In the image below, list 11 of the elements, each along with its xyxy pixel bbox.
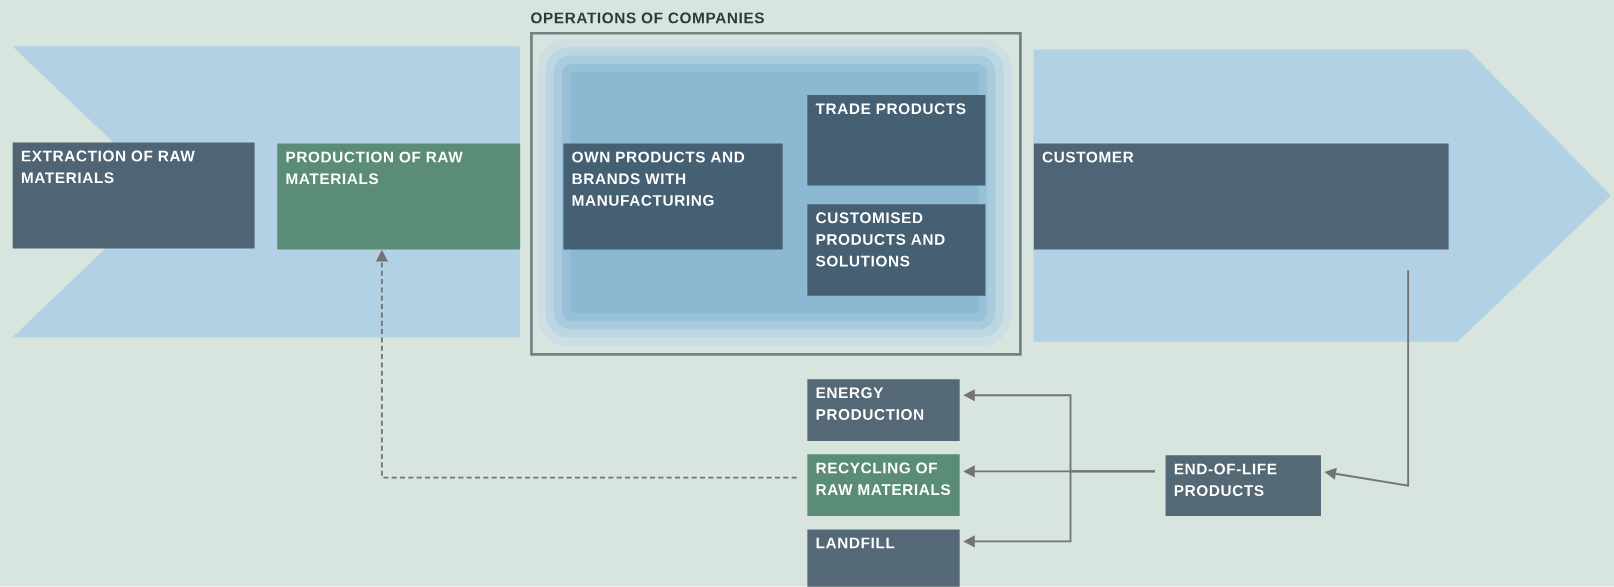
process-box: ENERGY PRODUCTION [807, 379, 960, 441]
process-box: TRADE PRODUCTS [807, 95, 986, 186]
process-box: LANDFILL [807, 529, 960, 587]
process-box: RECYCLING OF RAW MATERIALS [807, 454, 960, 517]
process-box: CUSTOMISED PRODUCTS AND SOLUTIONS [807, 204, 986, 296]
process-box: OWN PRODUCTS AND BRANDS WITH MANUFACTURING [563, 143, 783, 250]
process-box: END-OF-LIFE PRODUCTS [1165, 455, 1321, 517]
process-box: CUSTOMER [1033, 143, 1449, 250]
process-box: PRODUCTION OF RAW MATERIALS [277, 143, 521, 250]
group-heading: OPERATIONS OF COMPANIES [531, 12, 764, 24]
process-box: EXTRACTION OF RAW MATERIALS [12, 142, 255, 249]
